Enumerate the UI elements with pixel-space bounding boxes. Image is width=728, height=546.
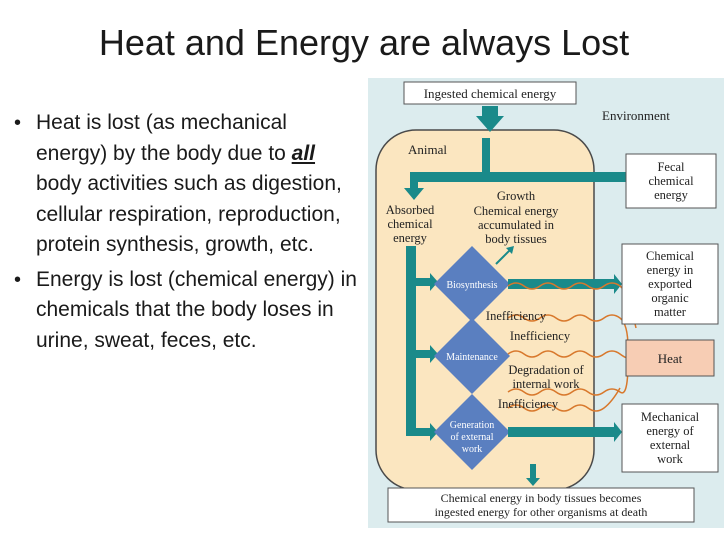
bullet-1-pre: Heat is lost (as mechanical energy) by t… <box>36 111 292 165</box>
fecal-label-3: energy <box>654 188 689 202</box>
growth-label-3: accumulated in <box>478 218 555 232</box>
biosynthesis-diamond <box>434 246 510 322</box>
inefficiency-label-2: Inefficiency <box>510 329 571 343</box>
mechanical-label-4: work <box>657 452 683 466</box>
growth-arrowhead <box>506 246 514 254</box>
generation-label-1: Generation <box>450 420 494 431</box>
generation-down-arrow <box>526 464 540 486</box>
exported-label-2: energy in <box>647 263 694 277</box>
exported-label-5: matter <box>654 305 687 319</box>
branch-generation <box>406 423 438 441</box>
absorbed-label-1: Absorbed <box>386 203 435 217</box>
absorbed-label-2: chemical <box>387 217 433 231</box>
environment-label: Environment <box>602 108 670 123</box>
absorbed-branch-arrow <box>404 172 490 200</box>
bullet-1-post: body activities such as digestion, cellu… <box>36 172 342 256</box>
absorbed-trunk <box>406 246 416 432</box>
fecal-label-2: chemical <box>648 174 694 188</box>
ingest-arrow <box>476 106 504 132</box>
growth-arrow <box>495 249 511 265</box>
bottom-label-2: ingested energy for other organisms at d… <box>435 505 648 519</box>
energy-flow-diagram: Ingested chemical energy Environment Ani… <box>368 78 724 528</box>
trunk-down <box>482 138 490 176</box>
bottom-label-1: Chemical energy in body tissues becomes <box>441 491 642 505</box>
ingested-label: Ingested chemical energy <box>424 86 557 101</box>
growth-label-4: body tissues <box>485 232 547 246</box>
inefficiency-label-1: Inefficiency <box>486 309 547 323</box>
degradation-label-1: Degradation of <box>508 363 584 377</box>
absorbed-label-3: energy <box>393 231 428 245</box>
maintenance-label: Maintenance <box>446 352 498 363</box>
exported-label-1: Chemical <box>646 249 694 263</box>
bullet-list: • Heat is lost (as mechanical energy) by… <box>10 108 360 356</box>
fecal-box <box>625 153 717 209</box>
generation-label-2: of external <box>450 432 493 443</box>
exported-box <box>621 243 719 325</box>
bullet-heat-lost: • Heat is lost (as mechanical energy) by… <box>10 108 360 261</box>
branch-biosynthesis <box>412 273 438 291</box>
bullet-dot: • <box>14 112 22 134</box>
bullet-dot: • <box>14 268 22 291</box>
bottom-box <box>387 487 695 523</box>
mechanical-label-3: external <box>650 438 691 452</box>
mechanical-arrow <box>508 422 622 442</box>
mechanical-label-1: Mechanical <box>641 410 700 424</box>
exported-label-3: exported <box>648 277 692 291</box>
heat-box <box>625 339 715 377</box>
heat-label: Heat <box>658 351 683 366</box>
biosynthesis-label: Biosynthesis <box>446 280 497 291</box>
slide-title: Heat and Energy are always Lost <box>98 22 630 63</box>
animal-label: Animal <box>408 142 447 157</box>
inefficiency-label-3: Inefficiency <box>498 397 559 411</box>
heat-wavy-arrows <box>507 282 637 412</box>
ingested-box <box>403 81 577 105</box>
fecal-label-1: Fecal <box>657 160 685 174</box>
branch-maintenance <box>412 345 438 363</box>
bullet-1-emphasis: all <box>291 141 316 165</box>
generation-diamond <box>434 394 510 470</box>
exported-label-4: organic <box>651 291 689 305</box>
growth-label-1: Growth <box>497 189 536 203</box>
bullet-energy-lost: • Energy is lost (chemical energy) in ch… <box>10 265 360 357</box>
mechanical-box <box>621 403 719 473</box>
degradation-label-2: internal work <box>513 377 581 391</box>
maintenance-diamond <box>434 318 510 394</box>
growth-label-2: Chemical energy <box>474 204 560 218</box>
generation-label-3: work <box>462 444 483 455</box>
mechanical-label-2: energy of <box>646 424 694 438</box>
fecal-arrow <box>482 166 640 188</box>
bullet-2-text: Energy is lost (chemical energy) in chem… <box>36 267 357 352</box>
